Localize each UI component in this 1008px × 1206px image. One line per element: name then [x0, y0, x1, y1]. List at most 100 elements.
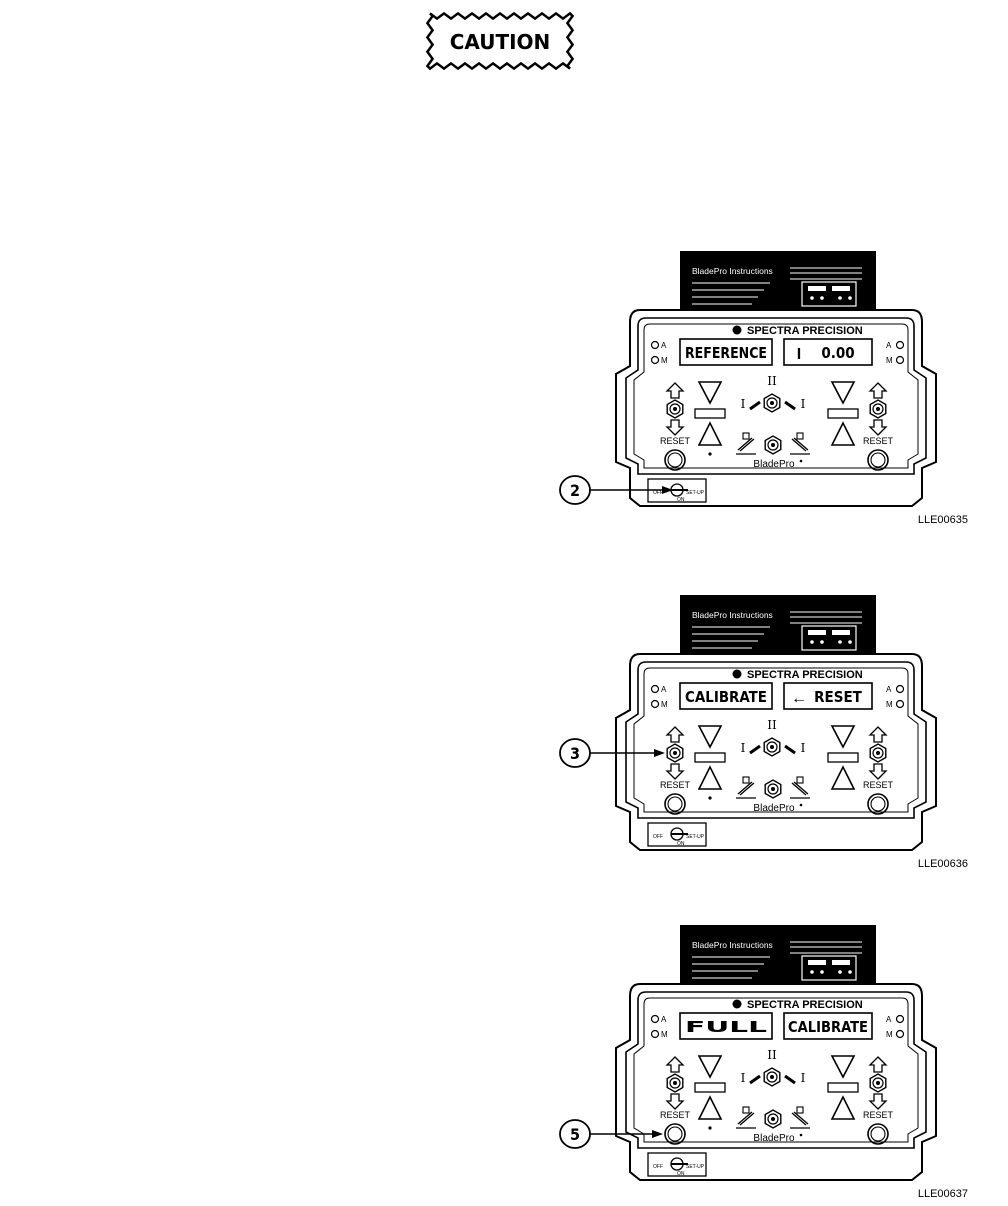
right-reset-label: RESET: [863, 1110, 894, 1120]
led-m-left-label: M: [661, 356, 668, 365]
brand-label: SPECTRA PRECISION: [747, 325, 863, 337]
led-m-right-label: M: [886, 700, 893, 709]
right-lower-triangle-icon: [830, 725, 856, 749]
left-up-arrow-icon: [665, 382, 685, 399]
figure-id: LLE00637: [918, 1188, 968, 1200]
left-blade-icon: [737, 437, 755, 452]
left-slope-icon: [749, 1074, 761, 1085]
right-rocker-knob: [869, 1073, 887, 1093]
left-rocker-knob-dot: [673, 1081, 677, 1085]
instruction-mini-dot: [838, 970, 842, 974]
right-reset-inner: [870, 1126, 886, 1142]
left-dot: [708, 452, 712, 456]
right-up-arrow-icon: [868, 726, 888, 743]
spectra-logo-icon: [732, 999, 742, 1009]
led-a-right: [895, 684, 905, 694]
center-mode-label: II: [767, 718, 777, 732]
instruction-card-title: BladePro Instructions: [692, 940, 773, 950]
led-a-left: [650, 1014, 660, 1024]
left-slope-icon: [749, 400, 761, 411]
instruction-card-title: BladePro Instructions: [692, 266, 773, 276]
left-rocker-knob-dot: [673, 407, 677, 411]
right-up-arrow-icon: [868, 1056, 888, 1073]
model-label: BladePro: [753, 803, 795, 814]
right-down-arrow-icon: [868, 1093, 888, 1110]
left-dot: [708, 1126, 712, 1130]
right-down-arrow-icon: [868, 763, 888, 780]
callout-arrowhead: [654, 749, 665, 757]
left-rocker-knob: [666, 743, 684, 763]
right-display-text: 0.00: [821, 344, 854, 362]
right-rocker-knob-dot: [876, 407, 880, 411]
left-lower-triangle-icon: [697, 1055, 723, 1079]
left-up-arrow-icon: [665, 726, 685, 743]
right-raise-triangle-icon: [830, 1095, 856, 1120]
model-label: BladePro: [753, 459, 795, 470]
brand-label: SPECTRA PRECISION: [747, 669, 863, 681]
switch-setup-label: SET-UP: [686, 834, 705, 840]
side-mode-label-left: I: [741, 397, 746, 411]
right-display-symbol: ←: [791, 690, 807, 707]
led-m-right: [895, 1029, 905, 1039]
left-display-text: FULL: [685, 1018, 768, 1036]
left-reset-label: RESET: [660, 780, 691, 790]
caution-label: CAUTION: [450, 30, 551, 54]
left-indicator-bar: [694, 752, 726, 763]
center-selector-knob-dot: [770, 401, 774, 405]
left-display-text: REFERENCE: [685, 344, 767, 362]
instruction-mini-panel: [801, 625, 857, 651]
instruction-mini-dot: [848, 970, 852, 974]
led-m-right: [895, 355, 905, 365]
left-raise-triangle-icon: [697, 765, 723, 790]
switch-off-label: OFF: [653, 1164, 663, 1170]
left-display: [679, 338, 773, 366]
center-selector-knob-dot: [770, 745, 774, 749]
center-selector-knob: [763, 1067, 781, 1087]
left-reset-inner: [667, 452, 683, 468]
led-m-right-label: M: [886, 1030, 893, 1039]
housing-outer: [615, 653, 937, 851]
bottom-selector-knob: [764, 1109, 782, 1129]
housing-inner-edge: [633, 667, 919, 813]
led-a-right-label: A: [886, 341, 892, 350]
side-mode-label-right: I: [801, 397, 806, 411]
led-a-right-label: A: [886, 1015, 892, 1024]
left-rocker-knob: [666, 1073, 684, 1093]
left-slope-icon: [749, 744, 761, 755]
left-rocker-knob-ring: [669, 403, 681, 415]
left-reset-label: RESET: [660, 436, 691, 446]
left-dot: [708, 796, 712, 800]
housing-outer: [615, 983, 937, 1181]
left-blade-icon: [737, 781, 755, 796]
right-indicator-bar: [827, 752, 859, 763]
key-switch-panel: [647, 1152, 707, 1177]
switch-off-label: OFF: [653, 490, 663, 496]
instruction-mini-display: [832, 630, 850, 635]
caution-badge: CAUTION: [425, 11, 575, 71]
right-display: [783, 338, 873, 366]
instruction-mini-display: [832, 286, 850, 291]
instruction-mini-panel: [801, 281, 857, 307]
instruction-mini-dot: [848, 296, 852, 300]
instruction-mini-display: [808, 960, 826, 965]
left-down-arrow-icon: [665, 1093, 685, 1110]
left-raise-triangle-icon: [697, 421, 723, 446]
led-m-left-label: M: [661, 1030, 668, 1039]
led-m-left: [650, 355, 660, 365]
led-a-left-label: A: [661, 685, 667, 694]
left-reset-label: RESET: [660, 1110, 691, 1120]
caution-border: [425, 11, 575, 71]
left-indicator-bar: [694, 1082, 726, 1093]
right-raise-triangle-icon: [830, 765, 856, 790]
callout-arrowhead: [652, 1130, 663, 1138]
housing-outer: [615, 309, 937, 507]
left-reset-button: [664, 793, 686, 815]
bottom-selector-knob-dot: [771, 787, 775, 791]
instruction-mini-dot: [838, 640, 842, 644]
instruction-mini-dot: [838, 296, 842, 300]
right-rocker-knob-ring: [872, 403, 884, 415]
center-mode-label: II: [767, 1048, 777, 1062]
instruction-mini-dot: [820, 970, 824, 974]
